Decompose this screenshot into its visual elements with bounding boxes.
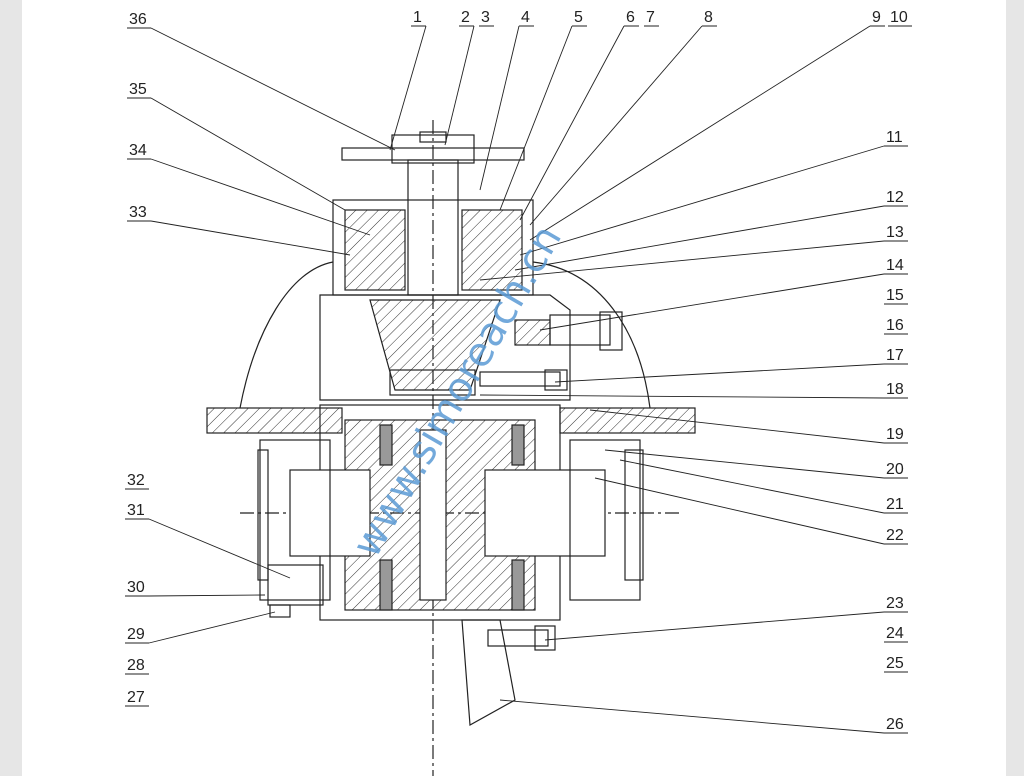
part-label-10: 10 <box>890 9 908 26</box>
leader-line <box>554 363 885 383</box>
leader-line <box>148 611 276 644</box>
part-label-8: 8 <box>704 9 713 26</box>
part-label-5: 5 <box>574 9 583 26</box>
leader-line <box>479 240 885 281</box>
part-label-4: 4 <box>521 9 530 26</box>
leader-line <box>499 25 573 211</box>
part-label-19: 19 <box>886 426 904 443</box>
part-label-26: 26 <box>886 716 904 733</box>
leader-line <box>479 394 885 399</box>
part-label-15: 15 <box>886 287 904 304</box>
part-label-22: 22 <box>886 527 904 544</box>
part-label-13: 13 <box>886 224 904 241</box>
leader-line <box>150 27 396 151</box>
part-label-1: 1 <box>413 9 422 26</box>
leader-line <box>514 205 885 271</box>
leader-line <box>150 220 351 256</box>
part-label-3: 3 <box>481 9 490 26</box>
part-label-24: 24 <box>886 625 904 642</box>
leader-line <box>529 25 703 226</box>
leader-line <box>589 409 885 444</box>
part-label-16: 16 <box>886 317 904 334</box>
leader-line <box>150 97 346 211</box>
part-label-14: 14 <box>886 257 904 274</box>
leader-line <box>539 273 885 331</box>
part-label-34: 34 <box>129 142 147 159</box>
leader-line <box>619 459 885 514</box>
part-label-20: 20 <box>886 461 904 478</box>
part-label-35: 35 <box>129 81 147 98</box>
drawing-sheet <box>22 0 1006 776</box>
part-label-9: 9 <box>872 9 881 26</box>
part-label-2: 2 <box>461 9 470 26</box>
part-label-12: 12 <box>886 189 904 206</box>
part-label-7: 7 <box>646 9 655 26</box>
leader-line <box>519 25 625 221</box>
leader-line <box>444 25 475 146</box>
part-label-23: 23 <box>886 595 904 612</box>
part-label-18: 18 <box>886 381 904 398</box>
part-label-27: 27 <box>127 689 145 706</box>
leader-line <box>544 611 885 641</box>
leader-line <box>529 25 871 241</box>
leader-line <box>499 699 885 734</box>
part-label-29: 29 <box>127 626 145 643</box>
leader-line <box>519 145 885 256</box>
leader-line <box>604 449 885 479</box>
leader-line <box>148 518 291 579</box>
part-label-28: 28 <box>127 657 145 674</box>
part-label-30: 30 <box>127 579 145 596</box>
part-label-31: 31 <box>127 502 145 519</box>
leader-line <box>594 477 885 545</box>
part-label-36: 36 <box>129 11 147 28</box>
part-label-17: 17 <box>886 347 904 364</box>
leader-line <box>389 25 427 151</box>
leader-line <box>150 158 371 236</box>
part-label-21: 21 <box>886 496 904 513</box>
part-label-32: 32 <box>127 472 145 489</box>
part-label-11: 11 <box>886 129 903 146</box>
leader-line <box>148 594 266 597</box>
part-label-6: 6 <box>626 9 635 26</box>
part-label-25: 25 <box>886 655 904 672</box>
leader-line <box>479 25 520 191</box>
part-label-33: 33 <box>129 204 147 221</box>
assembly-outline <box>206 120 696 776</box>
